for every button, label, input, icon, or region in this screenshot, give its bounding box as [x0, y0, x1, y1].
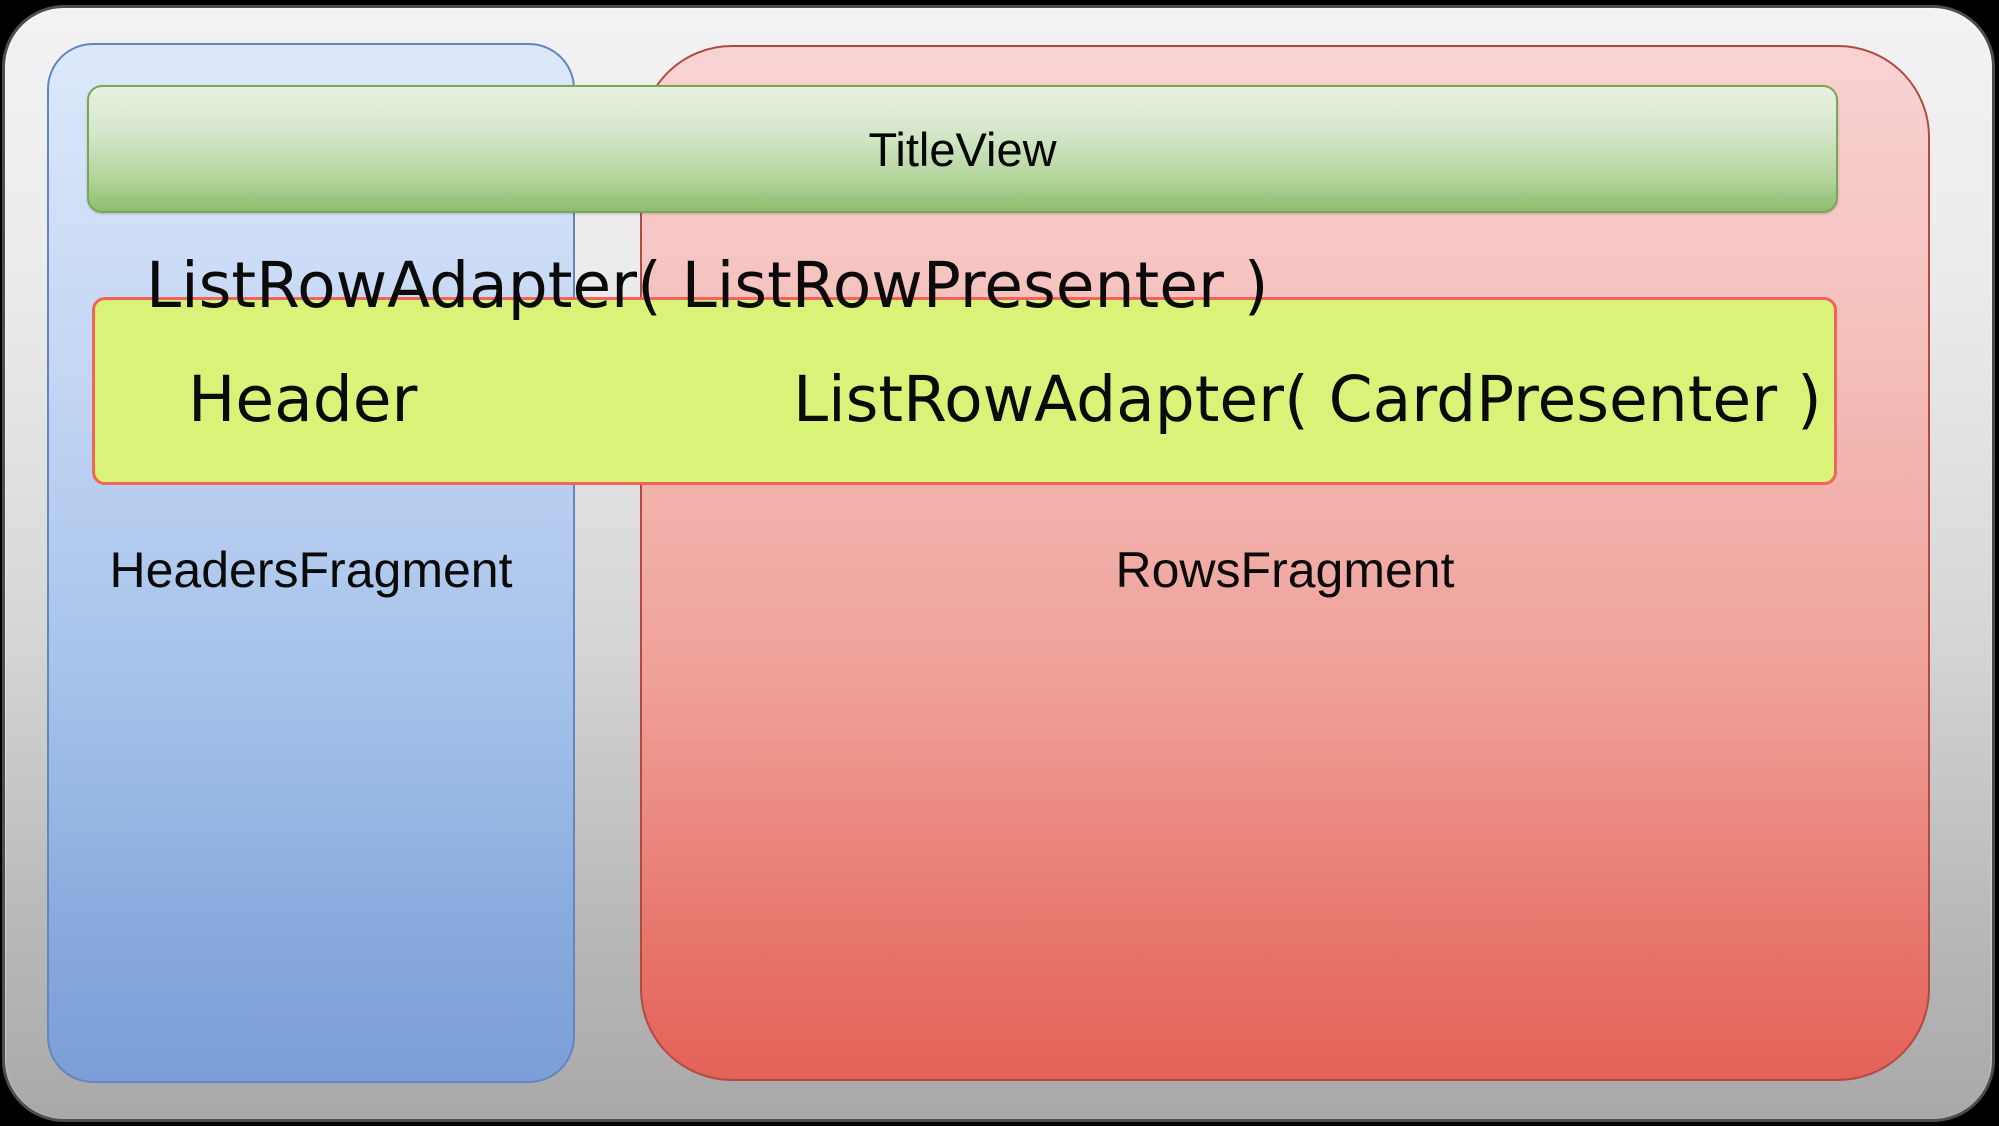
header-cell-label: Header	[188, 363, 418, 436]
headers-fragment-label: HeadersFragment	[109, 542, 513, 598]
headers-fragment-box	[47, 43, 575, 1083]
list-row-box	[92, 297, 1837, 485]
list-row-adapter-presenter-label: ListRowAdapter( ListRowPresenter )	[146, 249, 1269, 322]
rows-fragment-label: RowsFragment	[1115, 542, 1455, 598]
title-view-bar: TitleView	[87, 85, 1838, 213]
title-view-label: TitleView	[868, 122, 1057, 176]
rows-fragment-box	[640, 45, 1930, 1081]
list-row-adapter-card-label: ListRowAdapter( CardPresenter )	[793, 363, 1822, 436]
